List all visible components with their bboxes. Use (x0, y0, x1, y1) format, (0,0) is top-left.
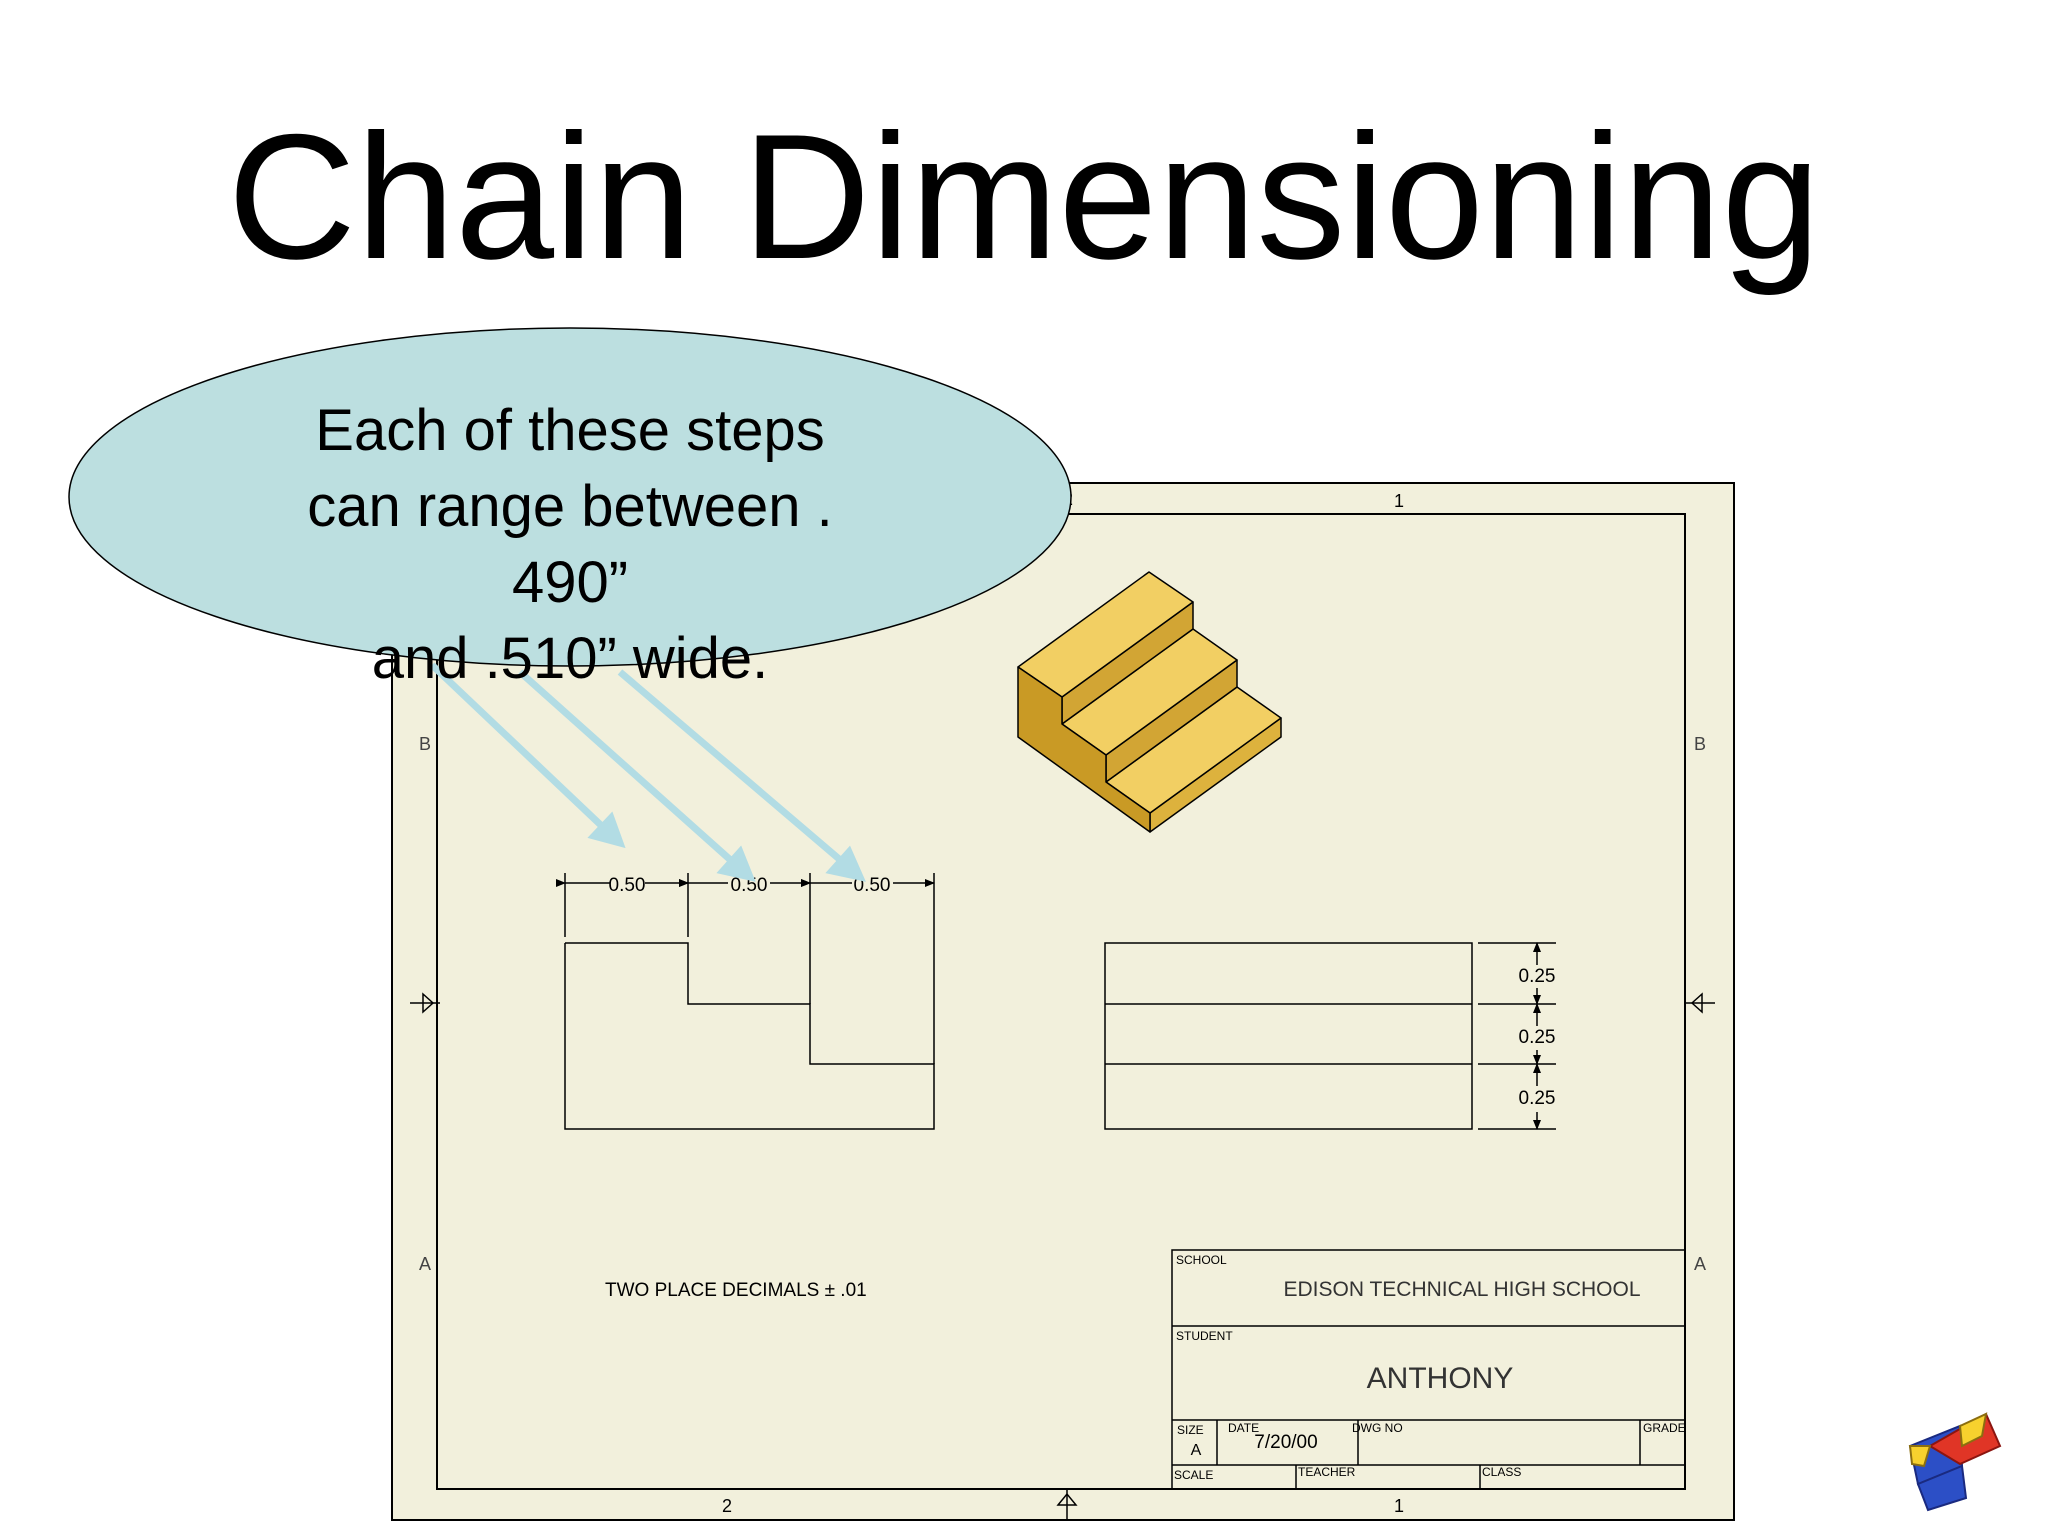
dimension-label-6: 0.25 (1519, 1088, 1556, 1109)
side-view (1104, 942, 1473, 1130)
zone-label-top-right: 1 (1394, 491, 1404, 511)
dimension-label-1: 0.50 (609, 875, 646, 896)
zone-label-left-lower: A (419, 1254, 431, 1274)
slide-title: Chain Dimensioning (227, 97, 1821, 296)
student-value: ANTHONY (1367, 1362, 1514, 1395)
horizontal-dimensions (556, 873, 935, 937)
isometric-stair-block (1017, 571, 1282, 833)
callout-bubble (68, 327, 1072, 667)
centering-mark-right (1685, 992, 1715, 1014)
callout-arrow-1 (429, 662, 609, 833)
date-value: 7/20/00 (1254, 1432, 1317, 1453)
callout-arrows (429, 662, 866, 882)
title-block (1171, 1249, 1686, 1490)
dimension-label-5: 0.25 (1519, 1027, 1556, 1048)
centering-mark-bottom (1056, 1489, 1078, 1520)
date-label: DATE (1228, 1421, 1259, 1435)
callout-line-3: 490” (511, 550, 629, 615)
class-label: CLASS (1482, 1465, 1521, 1479)
zone-label-left-upper: B (419, 734, 431, 754)
zone-label-bottom-right: 1 (1394, 1496, 1404, 1516)
vertical-dimensions (1478, 942, 1556, 1130)
callout-text: Each of these steps can range between . … (230, 393, 910, 697)
school-label: SCHOOL (1176, 1253, 1227, 1267)
dimension-label-4: 0.25 (1519, 966, 1556, 987)
callout-line-1: Each of these steps (315, 398, 825, 463)
teacher-label: TEACHER (1298, 1465, 1356, 1479)
dwg-no-label: DWG NO (1352, 1421, 1403, 1435)
student-label: STUDENT (1176, 1329, 1233, 1343)
callout-line-2: can range between . (307, 474, 833, 539)
grade-label: GRADE (1643, 1421, 1686, 1435)
presentation-logo-icon (1908, 1412, 2002, 1512)
scale-label: SCALE (1174, 1468, 1213, 1482)
dimension-label-2: 0.50 (731, 875, 768, 896)
zone-label-bottom-left: 2 (722, 1496, 732, 1516)
school-value: EDISON TECHNICAL HIGH SCHOOL (1283, 1278, 1640, 1301)
callout-arrow-3 (617, 669, 848, 867)
tolerance-note: TWO PLACE DECIMALS ± .01 (605, 1280, 867, 1301)
front-view (564, 873, 935, 1130)
size-value: A (1191, 1442, 1202, 1459)
centering-mark-left (410, 992, 440, 1014)
callout-arrow-2 (517, 669, 738, 867)
size-label: SIZE (1177, 1423, 1204, 1437)
block-front-face (1017, 666, 1151, 833)
zone-label-right-upper: B (1694, 734, 1706, 754)
callout-line-4: and .510” wide. (371, 626, 769, 691)
zone-label-right-lower: A (1694, 1254, 1706, 1274)
